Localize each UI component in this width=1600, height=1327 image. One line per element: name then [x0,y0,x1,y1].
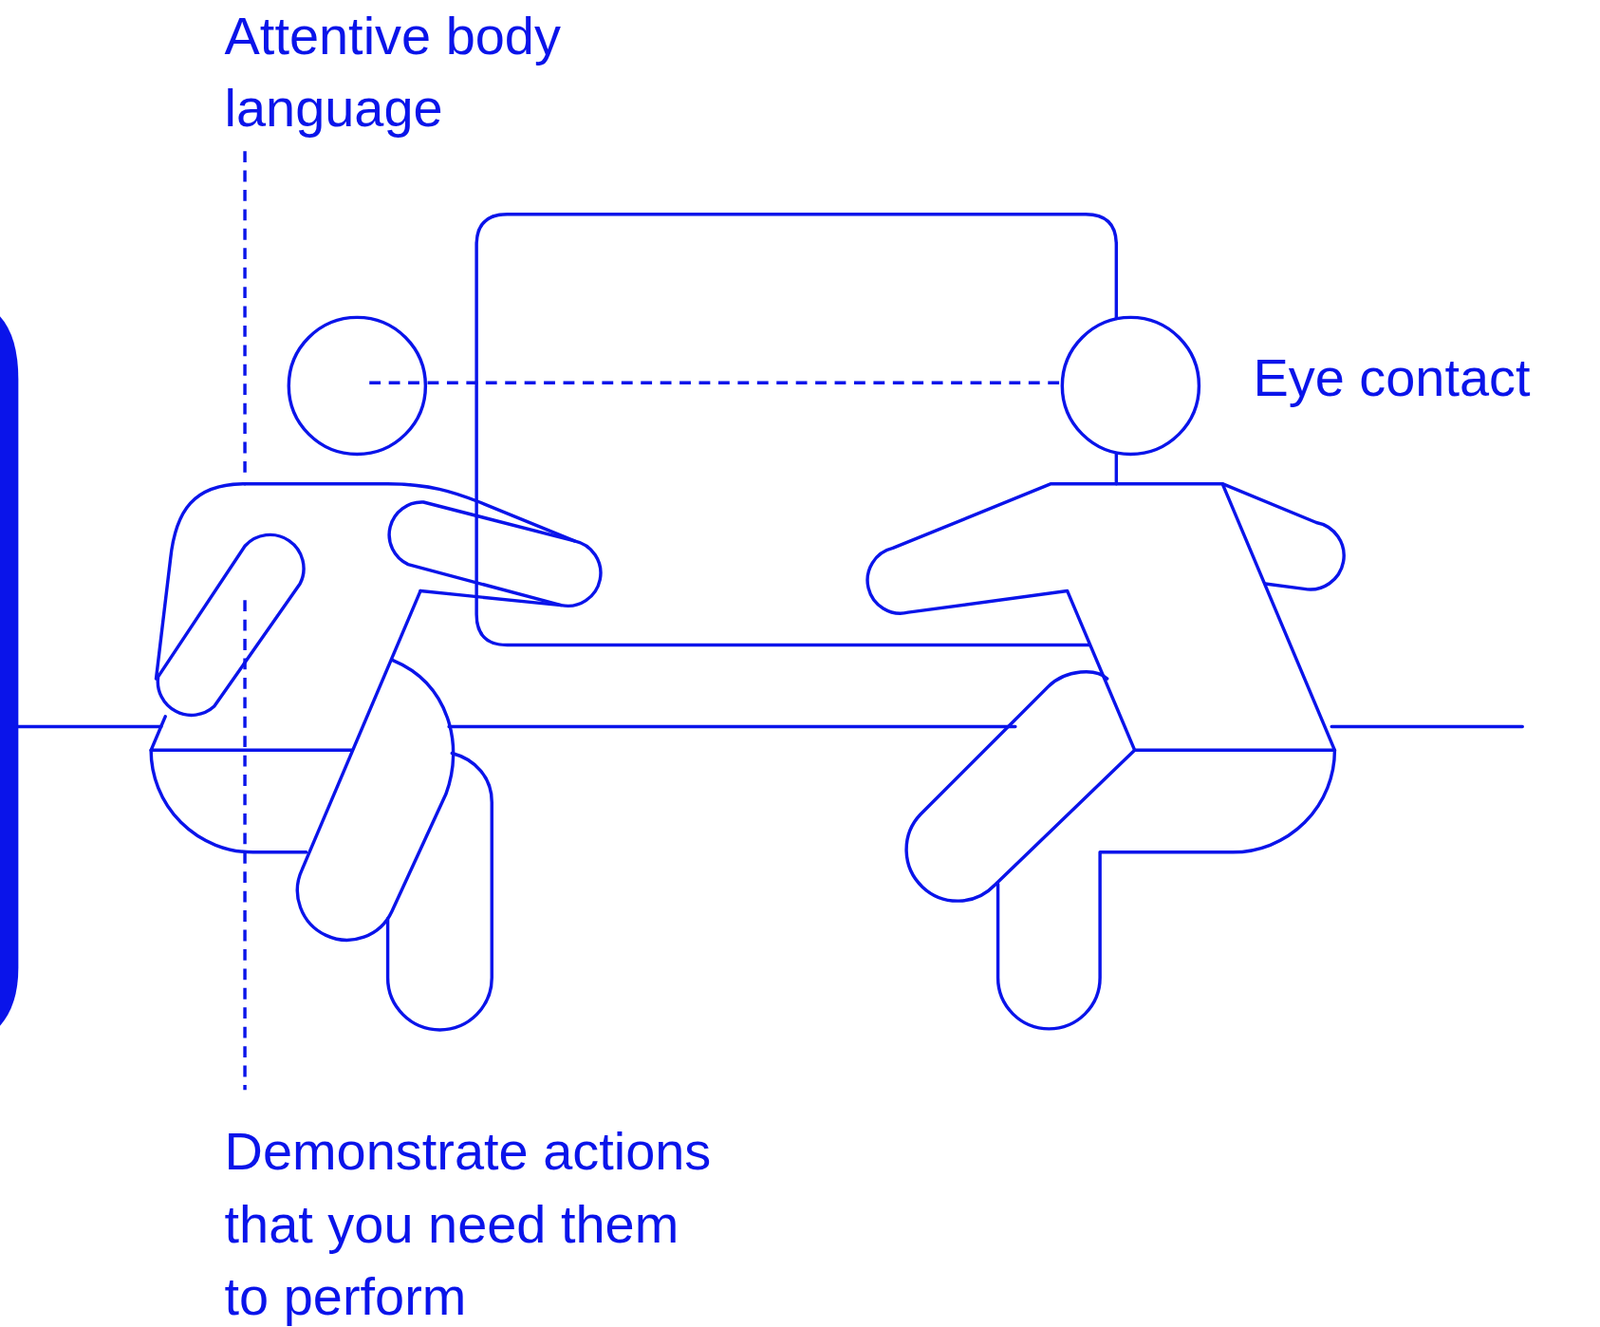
back-leg [998,749,1336,1029]
back-arm [157,534,304,715]
seat-curve [150,749,306,853]
head [1061,316,1199,454]
leader-line [242,599,246,1090]
torso [867,483,1335,751]
back-leg [388,753,493,1030]
front-leg [906,671,1135,901]
front-leg [297,591,453,941]
eye-contact-line [369,380,1061,384]
torso-top [244,483,575,541]
torso-seat [150,716,353,750]
torso-back [156,483,246,679]
head [288,316,426,454]
wall-bar [0,316,19,1025]
callout-label: Attentive body language [224,0,654,146]
callout-label: Demonstrate actions that you need them t… [224,1115,726,1327]
neck [1115,453,1118,484]
callout-label: Eye contact [1252,341,1590,414]
back-arm [1222,483,1344,590]
torso-front [420,591,561,606]
table-frame [476,214,1117,646]
leader-line [242,150,246,480]
